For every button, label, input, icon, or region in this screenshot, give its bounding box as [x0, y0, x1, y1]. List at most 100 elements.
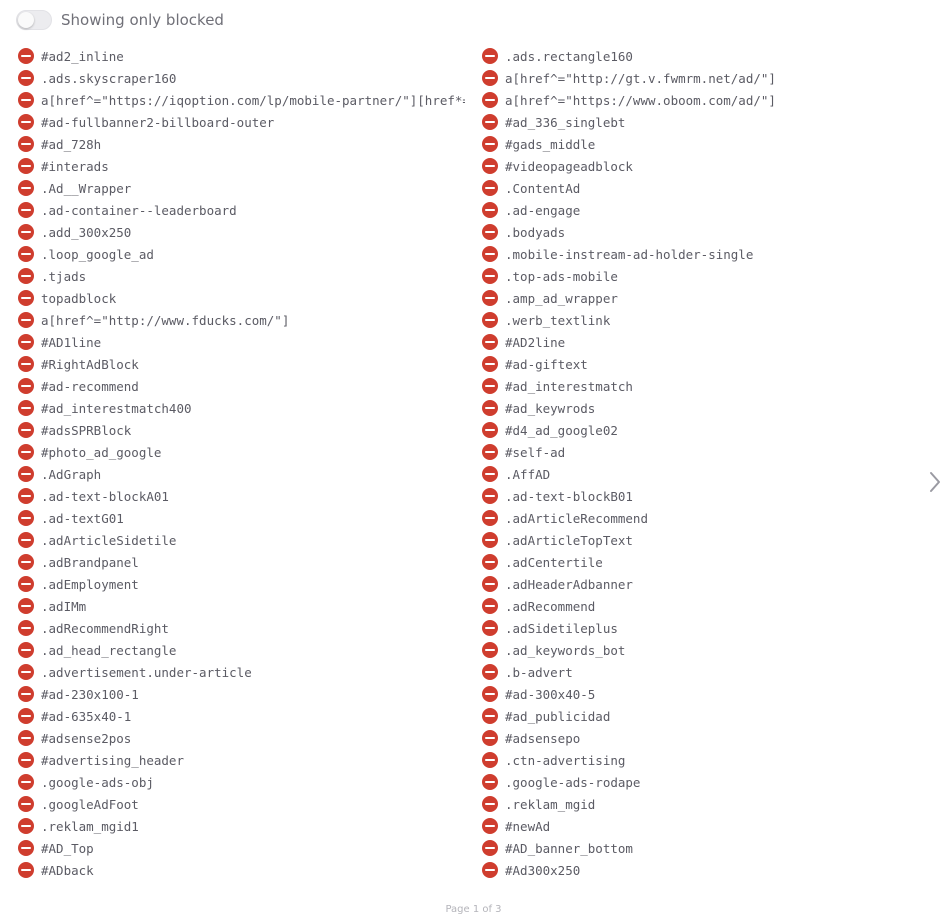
blocked-icon: [18, 510, 34, 526]
blocked-selector-item: .reklam_mgid1: [18, 815, 465, 837]
blocked-icon: [482, 554, 498, 570]
selector-text: #gads_middle: [505, 136, 596, 152]
blocked-selector-item: .adArticleSidetile: [18, 529, 465, 551]
blocked-selector-item: .google-ads-obj: [18, 771, 465, 793]
selector-text: #ad_keywrods: [505, 400, 596, 416]
blocked-icon: [18, 290, 34, 306]
blocked-icon: [482, 752, 498, 768]
show-only-blocked-toggle[interactable]: [16, 10, 52, 30]
blocked-icon: [482, 136, 498, 152]
blocked-icon: [18, 158, 34, 174]
blocked-selector-item: #gads_middle: [482, 133, 912, 155]
blocked-selector-item: #ad_keywrods: [482, 397, 912, 419]
selector-text: .adHeaderAdbanner: [505, 576, 633, 592]
selector-text: #AD1line: [41, 334, 102, 350]
selector-text: #ad_interestmatch: [505, 378, 633, 394]
selector-text: .googleAdFoot: [41, 796, 139, 812]
blocked-icon: [18, 70, 34, 86]
blocked-icon: [18, 312, 34, 328]
blocked-selector-item: #adsensepo: [482, 727, 912, 749]
selector-text: a[href^="https://www.oboom.com/ad/"]: [505, 92, 776, 108]
blocked-selector-item: #ad-fullbanner2-billboard-outer: [18, 111, 465, 133]
blocked-icon: [18, 752, 34, 768]
blocked-selector-item: .ContentAd: [482, 177, 912, 199]
selector-text: .AdGraph: [41, 466, 102, 482]
blocked-icon: [18, 246, 34, 262]
blocked-selector-item: #photo_ad_google: [18, 441, 465, 463]
selector-text: .adArticleRecommend: [505, 510, 648, 526]
blocked-filter-header: Showing only blocked: [16, 8, 224, 32]
selector-text: .adBrandpanel: [41, 554, 139, 570]
selector-text: #ad-230x100-1: [41, 686, 139, 702]
blocked-selector-item: .adHeaderAdbanner: [482, 573, 912, 595]
blocked-icon: [482, 290, 498, 306]
blocked-selector-item: .AffAD: [482, 463, 912, 485]
blocked-icon: [482, 840, 498, 856]
blocked-icon: [18, 554, 34, 570]
blocked-selector-item: topadblock: [18, 287, 465, 309]
blocked-selector-item: .adEmployment: [18, 573, 465, 595]
blocked-icon: [482, 730, 498, 746]
blocked-icon: [18, 202, 34, 218]
selector-text: topadblock: [41, 290, 117, 306]
blocked-icon: [18, 136, 34, 152]
blocked-icon: [482, 180, 498, 196]
blocked-selector-item: #ad-giftext: [482, 353, 912, 375]
selector-text: #d4_ad_google02: [505, 422, 618, 438]
selector-text: #newAd: [505, 818, 551, 834]
blocked-selector-item: .adRecommend: [482, 595, 912, 617]
blocked-selector-item: #videopageadblock: [482, 155, 912, 177]
blocked-selector-item: .google-ads-rodape: [482, 771, 912, 793]
selector-text: #RightAdBlock: [41, 356, 139, 372]
blocked-icon: [18, 862, 34, 878]
blocked-selector-item: #interads: [18, 155, 465, 177]
blocked-selector-item: .tjads: [18, 265, 465, 287]
blocked-selector-item: .ads.rectangle160: [482, 45, 912, 67]
selector-text: #AD2line: [505, 334, 566, 350]
blocked-selector-item: .adIMm: [18, 595, 465, 617]
blocked-selector-item: .ads.skyscraper160: [18, 67, 465, 89]
blocked-icon: [18, 598, 34, 614]
blocked-icon: [482, 598, 498, 614]
blocked-icon: [18, 334, 34, 350]
selector-text: .mobile-instream-ad-holder-single: [505, 246, 754, 262]
blocked-icon: [482, 774, 498, 790]
blocked-selector-item: a[href^="http://gt.v.fwmrm.net/ad/"]: [482, 67, 912, 89]
blocked-icon: [482, 576, 498, 592]
blocked-icon: [18, 532, 34, 548]
blocked-icon: [482, 466, 498, 482]
blocked-icon: [18, 774, 34, 790]
selector-text: .adArticleTopText: [505, 532, 633, 548]
selector-text: .adCentertile: [505, 554, 603, 570]
blocked-icon: [18, 92, 34, 108]
blocked-selector-item: .ad_head_rectangle: [18, 639, 465, 661]
page-indicator: Page 1 of 3: [445, 904, 502, 915]
blocked-icon: [18, 400, 34, 416]
show-only-blocked-label: Showing only blocked: [61, 11, 224, 29]
blocked-icon: [18, 488, 34, 504]
blocked-selector-item: .adBrandpanel: [18, 551, 465, 573]
blocked-icon: [18, 422, 34, 438]
selector-text: #photo_ad_google: [41, 444, 162, 460]
blocked-selector-item: .ctn-advertising: [482, 749, 912, 771]
blocked-icon: [482, 796, 498, 812]
blocked-selector-item: #AD2line: [482, 331, 912, 353]
blocked-icon: [18, 378, 34, 394]
selector-text: .adIMm: [41, 598, 87, 614]
blocked-icon: [482, 664, 498, 680]
blocked-selector-item: #ad2_inline: [18, 45, 465, 67]
selector-text: #ADback: [41, 862, 94, 878]
blocked-icon: [18, 840, 34, 856]
next-page-chevron-icon[interactable]: [928, 470, 942, 494]
blocked-selector-item: .ad-container--leaderboard: [18, 199, 465, 221]
selector-text: .werb_textlink: [505, 312, 611, 328]
blocked-icon: [18, 620, 34, 636]
blocked-selector-item: .AdGraph: [18, 463, 465, 485]
selector-text: .ad_keywords_bot: [505, 642, 626, 658]
blocked-selector-item: #ad-recommend: [18, 375, 465, 397]
selector-text: .top-ads-mobile: [505, 268, 618, 284]
selector-text: .ad-textG01: [41, 510, 124, 526]
blocked-selector-item: #ad-300x40-5: [482, 683, 912, 705]
blocked-selector-item: #RightAdBlock: [18, 353, 465, 375]
blocked-selector-item: #ad_publicidad: [482, 705, 912, 727]
